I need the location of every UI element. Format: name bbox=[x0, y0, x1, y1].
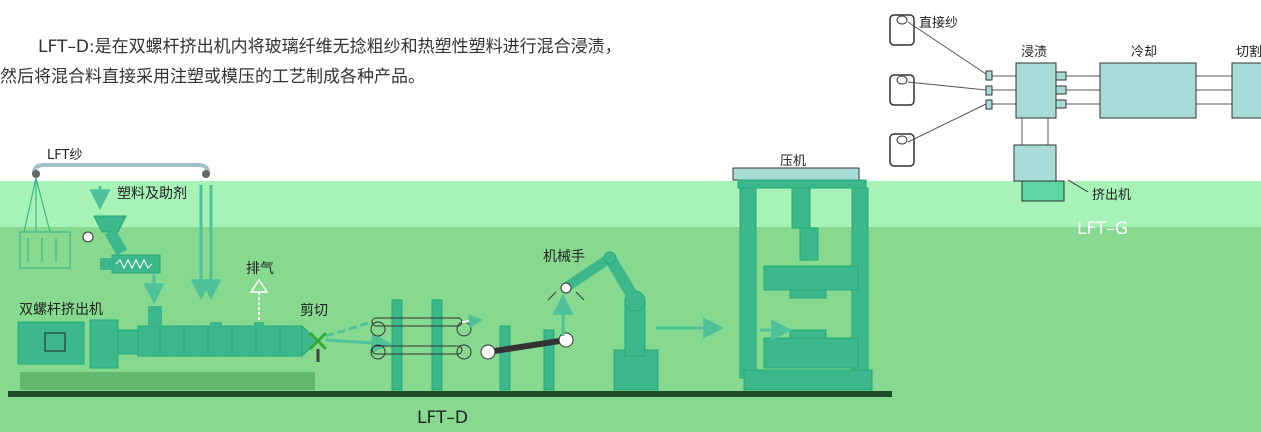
roving-spool bbox=[889, 133, 915, 167]
caption-lft-d: LFT–D bbox=[417, 408, 468, 428]
extruder-box bbox=[1013, 144, 1057, 182]
roller-station bbox=[370, 299, 483, 391]
fiber-lines bbox=[907, 21, 1232, 143]
extruder-barrel bbox=[137, 325, 303, 357]
label-press: 压机 bbox=[780, 154, 807, 169]
lft-d-diagram bbox=[8, 163, 892, 397]
roving-spool bbox=[889, 14, 915, 46]
extruder-base bbox=[20, 372, 315, 390]
label-plastic-additives: 塑料及助剂 bbox=[117, 186, 187, 202]
roving-spool bbox=[889, 74, 915, 106]
floor-line bbox=[8, 391, 892, 397]
description-line-2: 然后将混合料直接采用注塑或模压的工艺制成各种产品。 bbox=[0, 67, 425, 87]
conveyor bbox=[480, 293, 574, 391]
cutting-box bbox=[1231, 62, 1261, 119]
yarn-creel bbox=[19, 177, 71, 269]
extruder-motor bbox=[17, 321, 85, 365]
label-cutting-g: 切割 bbox=[1236, 45, 1261, 60]
caption-lft-g: LFT–G bbox=[1077, 219, 1129, 239]
description-line-1: LFT–D:是在双螺杆挤出机内将玻璃纤维无捻粗纱和热塑性塑料进行混合浸渍， bbox=[38, 37, 622, 57]
label-lft-yarn: LFT纱 bbox=[47, 148, 83, 163]
label-cooling: 冷却 bbox=[1131, 45, 1158, 60]
press-machine bbox=[732, 167, 873, 391]
label-direct-roving: 直接纱 bbox=[919, 16, 959, 31]
cooling-box bbox=[1099, 62, 1197, 119]
robot-arm bbox=[547, 251, 725, 391]
impregnation-box bbox=[1015, 62, 1057, 119]
label-impregnation: 浸渍 bbox=[1021, 45, 1048, 60]
label-twin-screw-extruder: 双螺杆挤出机 bbox=[19, 302, 103, 318]
label-extruder: 挤出机 bbox=[1092, 188, 1132, 203]
label-exhaust: 排气 bbox=[246, 261, 274, 277]
label-cutting: 剪切 bbox=[300, 303, 328, 319]
lft-g-diagram bbox=[889, 14, 1261, 202]
label-robot-arm: 机械手 bbox=[543, 249, 585, 265]
